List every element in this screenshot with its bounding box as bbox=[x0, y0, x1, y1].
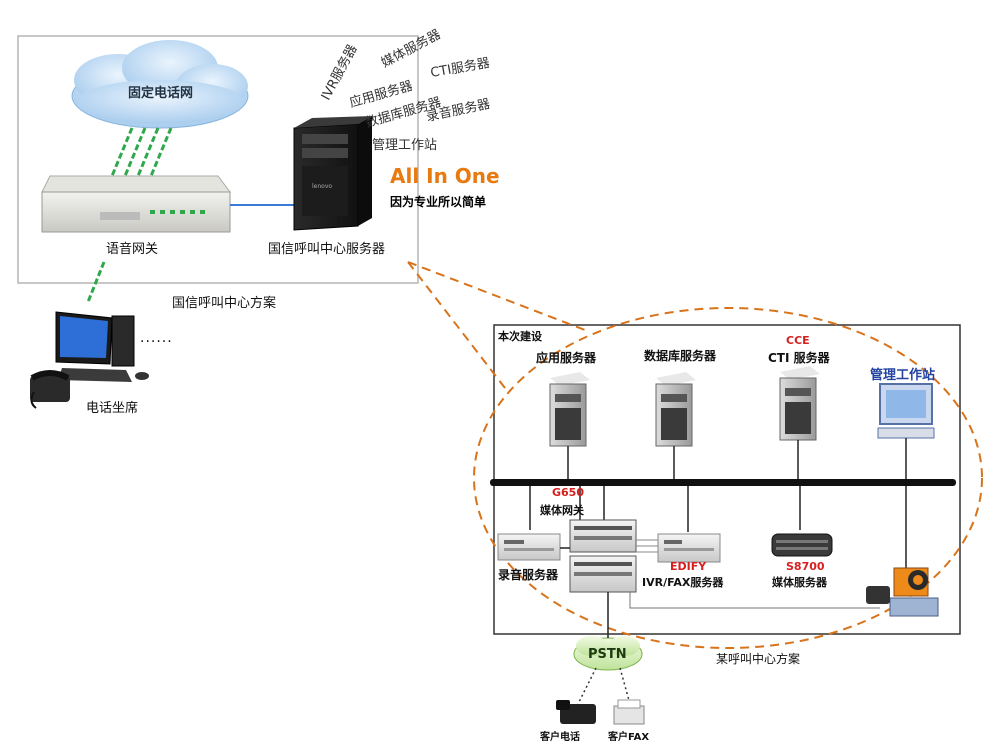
cloud-icon bbox=[71, 40, 249, 129]
customer-fax-label: 客户FAX bbox=[608, 732, 650, 743]
record-server-label: 录音服务器 bbox=[498, 568, 559, 582]
cloud-label: 固定电话网 bbox=[128, 86, 194, 101]
agent-pc-icon bbox=[55, 311, 149, 382]
db-server-label: 数据库服务器 bbox=[644, 349, 717, 363]
pstn-cloud-icon bbox=[573, 636, 643, 671]
mgmt-station-icon bbox=[877, 383, 935, 439]
g650-tag: G650 bbox=[552, 486, 584, 499]
right-panel-caption: 某呼叫中心方案 bbox=[716, 652, 801, 666]
tagline: 因为专业所以简单 bbox=[390, 195, 487, 209]
customer-phone-icon bbox=[556, 700, 596, 724]
gateway-label: 语音网关 bbox=[106, 242, 159, 257]
media-gateway-label: 媒体网关 bbox=[540, 504, 584, 517]
ivr-fax-server-icon bbox=[657, 533, 721, 563]
ivr-fax-server-label: IVR/FAX服务器 bbox=[642, 576, 724, 589]
right-panel-title: 本次建设 bbox=[498, 330, 542, 343]
slogan: All In One bbox=[390, 164, 500, 188]
db-server-icon bbox=[655, 372, 696, 447]
cti-server-label: CTI 服务器 bbox=[768, 351, 830, 365]
more-agents-dots: ...... bbox=[140, 330, 173, 346]
media-server-label: 媒体服务器 bbox=[772, 576, 827, 589]
bus-drops bbox=[529, 486, 907, 568]
media-gateway-icon bbox=[569, 519, 637, 593]
gateway-agent-link bbox=[629, 592, 880, 609]
mgmt-station-label: 管理工作站 bbox=[870, 368, 936, 383]
app-server-label: 应用服务器 bbox=[536, 351, 597, 365]
phone-icon bbox=[30, 370, 70, 409]
cti-server-icon bbox=[779, 366, 820, 441]
svg-text:lenovo: lenovo bbox=[312, 183, 332, 190]
backbone-bus bbox=[490, 479, 956, 486]
pstn-label: PSTN bbox=[588, 647, 627, 662]
callout-line-top bbox=[407, 261, 586, 331]
agent-link bbox=[86, 261, 106, 303]
callout-line-bottom bbox=[407, 261, 506, 389]
tower-server-icon: lenovo bbox=[293, 116, 372, 231]
customer-phone-label: 客户电话 bbox=[540, 732, 580, 743]
pstn-customer-links bbox=[577, 667, 631, 705]
customer-fax-icon bbox=[613, 699, 645, 725]
cce-tag: CCE bbox=[786, 334, 810, 347]
role-mgmt-station: 管理工作站 bbox=[372, 138, 438, 153]
edify-tag: EDIFY bbox=[670, 560, 707, 573]
gateway-ivr-links bbox=[636, 539, 658, 553]
s8700-tag: S8700 bbox=[786, 560, 825, 573]
agent-label: 电话坐席 bbox=[86, 401, 139, 416]
voice-gateway-device bbox=[41, 175, 231, 233]
callout-ellipse bbox=[473, 307, 983, 649]
left-panel-caption: 国信呼叫中心方案 bbox=[172, 296, 277, 311]
agent-workstation-icon bbox=[866, 567, 939, 617]
media-server-icon bbox=[771, 533, 833, 557]
server-label: 国信呼叫中心服务器 bbox=[268, 242, 386, 257]
record-server-icon bbox=[497, 533, 561, 561]
